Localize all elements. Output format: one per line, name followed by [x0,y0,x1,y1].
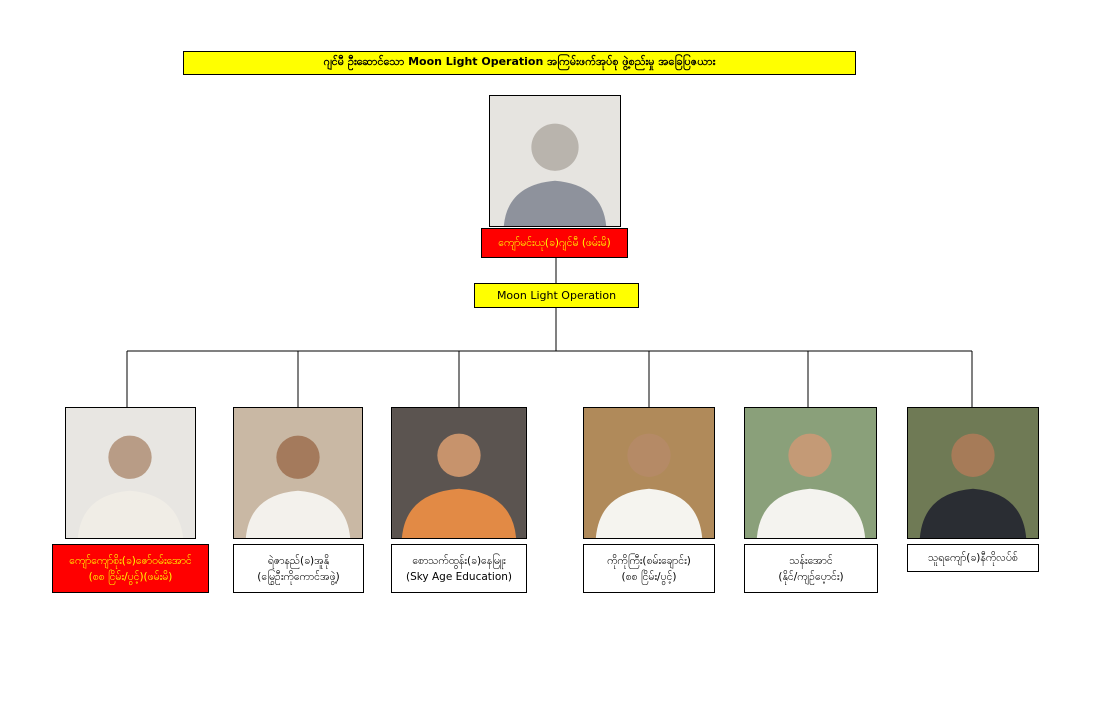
person-placeholder-icon [745,408,876,538]
person-placeholder-icon [584,408,714,538]
leader-label-line: ကျော်မင်းယု(ခ)ဂျင်မီ (ဖမ်းမိ) [498,237,611,249]
person-placeholder-icon [490,96,620,226]
member-label-line: ကိုကိုကြီး(စမ်းချောင်း) [607,554,691,567]
person-placeholder-icon [908,408,1038,538]
member-photo [391,407,527,539]
leader-photo [489,95,621,227]
member-label: ကိုကိုကြီး(စမ်းချောင်း) (စစ ငြိမ်း/ပွင့်… [583,544,715,593]
member-label-line: (မြွေဦးကိုကောင်အဖွဲ့) [257,570,340,583]
member-photo [744,407,877,539]
member-label: သူရကျော်(ခ)နီကိုလပ်စ် [907,544,1039,572]
chart-title: ဂျင်မီ ဦးဆောင်သော Moon Light Operation အ… [183,51,856,75]
leader-label: ကျော်မင်းယု(ခ)ဂျင်မီ (ဖမ်းမိ) [481,228,628,258]
person-placeholder-icon [66,408,195,538]
member-label: ကျော်ကျော်စိုး(ခ)ဇော်ဝမ်းအောင် (စစ ငြိမ်… [52,544,209,593]
member-label-line: ရဲဇာနည်(ခ)အူနို [267,554,330,567]
member-photo [583,407,715,539]
member-label-line: ကျော်ကျော်စိုး(ခ)ဇော်ဝမ်းအောင် [69,554,192,567]
member-photo [65,407,196,539]
member-label-line: (Sky Age Education) [405,570,513,583]
operation-box: Moon Light Operation [474,283,639,308]
member-label-line: သန်းအောင် [789,554,833,567]
member-label-line: (စစ ငြိမ်း/ပွင့်) [621,570,677,583]
person-placeholder-icon [392,408,526,538]
member-photo [233,407,363,539]
member-label-line: (စစ ငြိမ်း/ပွင့်)(ဖမ်းမိ) [88,570,173,583]
member-label-line: (နိုင်/ကျဉ်ပေ့ာင်း) [778,570,844,583]
person-placeholder-icon [234,408,362,538]
member-photo [907,407,1039,539]
member-label-line: သူရကျော်(ခ)နီကိုလပ်စ် [928,552,1018,564]
member-label: ရဲဇာနည်(ခ)အူနို (မြွေဦးကိုကောင်အဖွဲ့) [233,544,364,593]
member-label-line: စောသက်ထွန်း(ခ)နေမြူး [412,554,506,567]
member-label: စောသက်ထွန်း(ခ)နေမြူး (Sky Age Education) [391,544,527,593]
member-label: သန်းအောင် (နိုင်/ကျဉ်ပေ့ာင်း) [744,544,878,593]
